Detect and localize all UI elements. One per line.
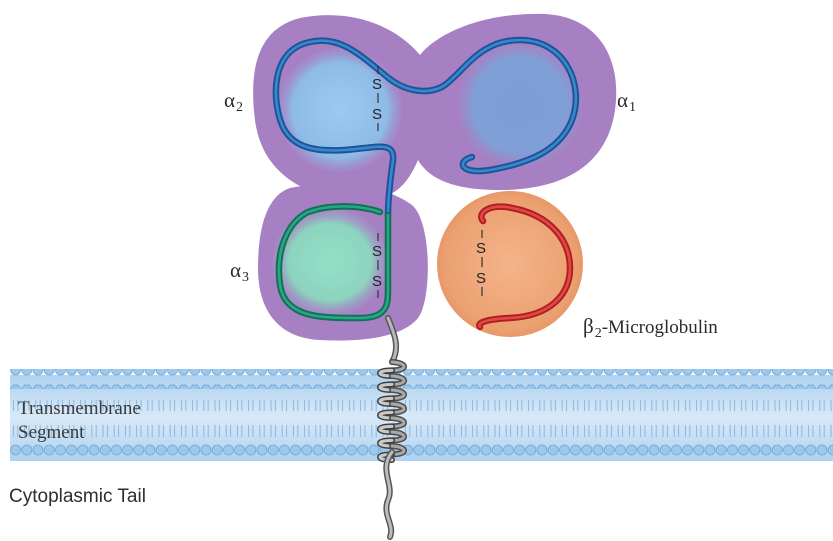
- transmembrane-label: Transmembrane Segment: [18, 397, 141, 445]
- svg-text:S: S: [476, 270, 486, 287]
- svg-text:S: S: [372, 76, 382, 93]
- svg-text:S: S: [372, 106, 382, 123]
- beta2-microglobulin-label: β2-Microglobulin: [583, 316, 718, 341]
- svg-text:S: S: [476, 240, 486, 257]
- svg-text:S: S: [372, 243, 382, 260]
- alpha2-label: α2: [224, 90, 243, 115]
- cytoplasmic-tail-label: Cytoplasmic Tail: [9, 487, 146, 506]
- svg-text:S: S: [372, 273, 382, 290]
- alpha3-label: α3: [230, 260, 249, 285]
- transmembrane-helix: [380, 318, 404, 537]
- alpha1-label: α1: [617, 90, 636, 115]
